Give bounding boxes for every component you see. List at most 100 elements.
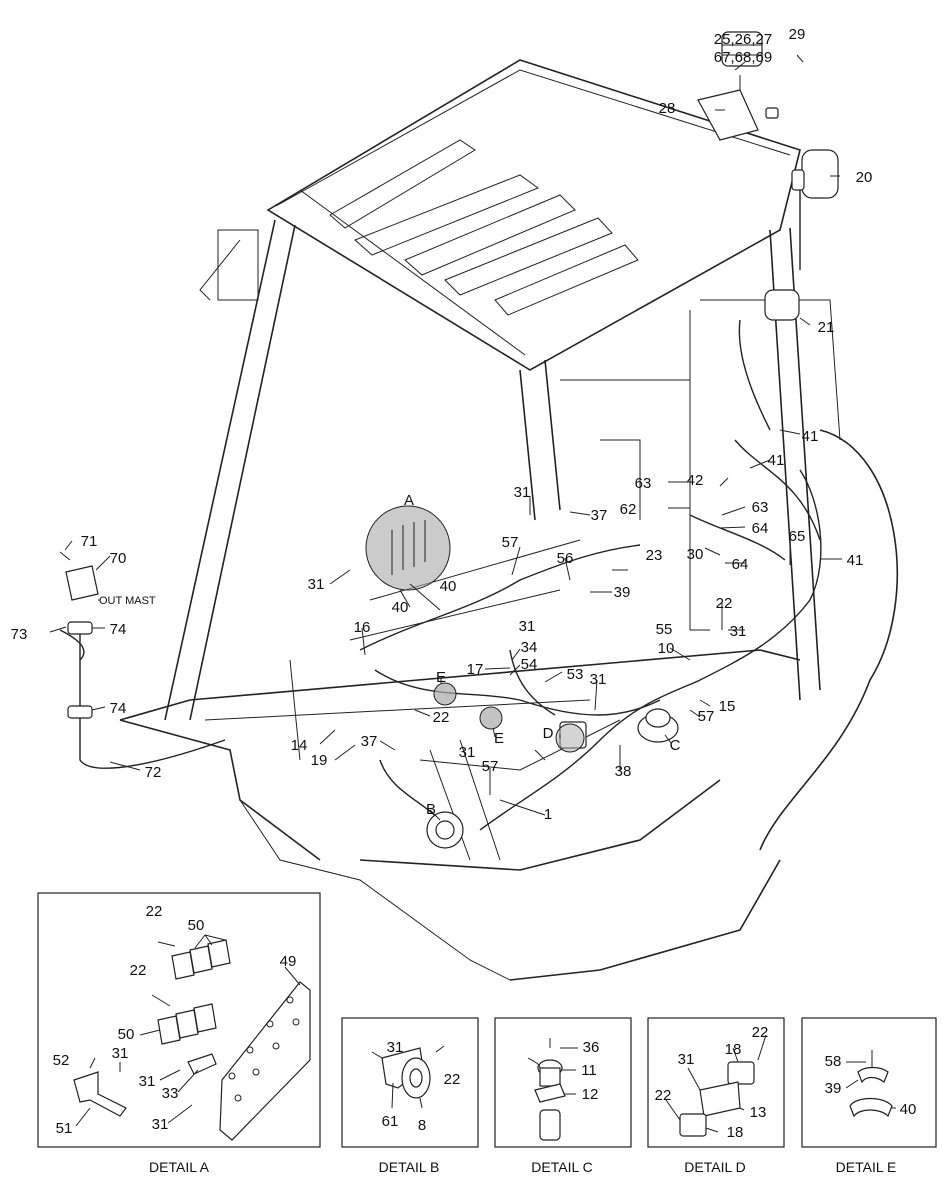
callout-70: 70 — [110, 550, 127, 567]
callout-31-b: 31 — [308, 576, 325, 593]
detail-d-label-22-a: 22 — [752, 1024, 769, 1041]
callout-10: 10 — [658, 640, 675, 657]
detail-a-labels: 22 50 22 49 50 52 31 31 33 51 31 — [53, 903, 297, 1137]
callout-62: 62 — [620, 501, 637, 518]
callout-21: 21 — [818, 319, 835, 336]
callout-41-c: 41 — [847, 552, 864, 569]
component-mast-connector — [59, 551, 99, 719]
detail-d-label-31: 31 — [678, 1051, 695, 1068]
callout-30: 30 — [687, 546, 704, 563]
component-horn — [426, 811, 464, 849]
callout-63-b: 63 — [752, 499, 769, 516]
callout-C: C — [670, 737, 681, 754]
callout-28: 28 — [659, 100, 676, 117]
component-rear-work-lamp — [791, 149, 839, 199]
detail-b-label-31: 31 — [387, 1039, 404, 1056]
callout-64-a: 64 — [752, 520, 769, 537]
callout-14: 14 — [291, 737, 308, 754]
callout-57-b: 57 — [698, 708, 715, 725]
callout-22-b: 22 — [433, 709, 450, 726]
callout-74-a: 74 — [110, 621, 127, 638]
component-tail-lamp — [764, 289, 800, 321]
callout-41-b: 41 — [768, 452, 785, 469]
callout-65: 65 — [789, 528, 806, 545]
detail-c-panel: 36 11 12 DETAIL C — [494, 1017, 632, 1175]
detail-a-label-52: 52 — [53, 1052, 70, 1069]
callout-73: 73 — [11, 626, 28, 643]
callout-15: 15 — [719, 698, 736, 715]
detail-e-panel: 58 39 40 DETAIL E — [801, 1017, 937, 1175]
detail-b-label-8: 8 — [418, 1117, 426, 1134]
callout-25-26-27: 25,26,27 — [714, 31, 772, 48]
callout-34: 34 — [521, 639, 538, 656]
callout-E-2: E — [494, 730, 504, 747]
detail-a-label-31-c: 31 — [152, 1116, 169, 1133]
callout-67-68-69: 67,68,69 — [714, 49, 772, 66]
callout-37-a: 37 — [591, 507, 608, 524]
detail-e-circles — [433, 682, 503, 730]
detail-a-relays-top — [171, 939, 231, 980]
callout-64-b: 64 — [732, 556, 749, 573]
callout-37-b: 37 — [361, 733, 378, 750]
callout-1: 1 — [544, 806, 552, 823]
detail-a-caption: DETAIL A — [149, 1159, 210, 1175]
callout-38: 38 — [615, 763, 632, 780]
out-mast-label: OUT MAST — [99, 595, 156, 607]
detail-a-label-51: 51 — [56, 1120, 73, 1137]
callout-31-e: 31 — [459, 744, 476, 761]
callout-56: 56 — [557, 550, 574, 567]
detail-a-relays-bottom — [157, 1003, 217, 1045]
callout-31-f: 31 — [519, 618, 536, 635]
detail-c-caption: DETAIL C — [531, 1159, 592, 1175]
detail-a-label-50-a: 50 — [188, 917, 205, 934]
detail-d-label-22-b: 22 — [655, 1087, 672, 1104]
detail-b-label-22: 22 — [444, 1071, 461, 1088]
callout-16: 16 — [354, 619, 371, 636]
callout-17: 17 — [467, 661, 484, 678]
callout-39: 39 — [614, 584, 631, 601]
wiring-harness — [59, 190, 822, 831]
detail-c-label-36: 36 — [583, 1039, 600, 1056]
leader-lines — [49, 54, 842, 821]
callout-A: A — [404, 492, 414, 509]
detail-d-caption: DETAIL D — [684, 1159, 745, 1175]
detail-a-label-49: 49 — [280, 953, 297, 970]
callout-57-c: 57 — [482, 758, 499, 775]
callout-D: D — [543, 725, 554, 742]
callout-40-b: 40 — [392, 599, 409, 616]
callout-31-a: 31 — [514, 484, 531, 501]
callout-E-1: E — [436, 669, 446, 686]
callout-B: B — [426, 801, 436, 818]
callout-55: 55 — [656, 621, 673, 638]
detail-d-label-18-b: 18 — [727, 1124, 744, 1141]
callout-42: 42 — [687, 472, 704, 489]
detail-e-label-40: 40 — [900, 1101, 917, 1118]
callout-72: 72 — [145, 764, 162, 781]
callout-29: 29 — [789, 26, 806, 43]
detail-a-label-50-b: 50 — [118, 1026, 135, 1043]
detail-e-label-58: 58 — [825, 1053, 842, 1070]
callout-63-a: 63 — [635, 475, 652, 492]
detail-e-caption: DETAIL E — [836, 1159, 897, 1175]
forklift-overhead-guard-drawing — [119, 59, 899, 981]
callout-57-a: 57 — [502, 534, 519, 551]
detail-e-label-39: 39 — [825, 1080, 842, 1097]
component-switch — [637, 708, 679, 743]
callout-41-a: 41 — [802, 428, 819, 445]
detail-b-caption: DETAIL B — [379, 1159, 440, 1175]
detail-a-label-22-a: 22 — [146, 903, 163, 920]
detail-a-panel: 22 50 22 49 50 52 31 31 33 51 31 DETAIL … — [37, 892, 321, 1175]
callout-40-a: 40 — [440, 578, 457, 595]
callout-23: 23 — [646, 547, 663, 564]
detail-d-panel: 22 18 31 22 13 18 DETAIL D — [647, 1017, 785, 1175]
callout-71: 71 — [81, 533, 98, 550]
callout-31-d: 31 — [590, 671, 607, 688]
detail-a-callout-circle — [365, 505, 451, 591]
callout-74-b: 74 — [110, 700, 127, 717]
detail-b-panel: 31 22 61 8 DETAIL B — [341, 1017, 479, 1175]
detail-a-label-22-b: 22 — [130, 962, 147, 979]
detail-a-label-31-a: 31 — [112, 1045, 129, 1062]
detail-d-label-13: 13 — [750, 1104, 767, 1121]
callout-22-a: 22 — [716, 595, 733, 612]
